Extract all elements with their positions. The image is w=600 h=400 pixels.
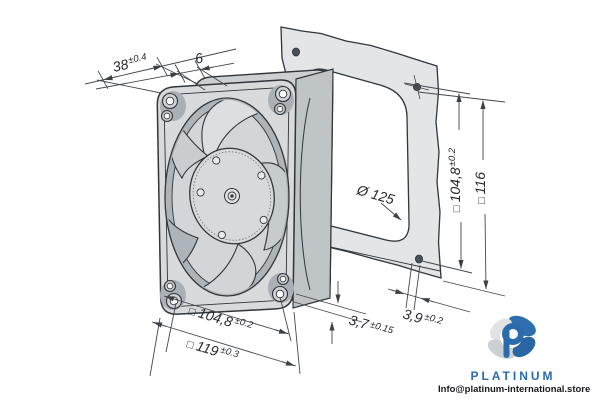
label-ring-6: 6: [193, 49, 204, 66]
hub-screw-holes: [196, 156, 268, 240]
platinum-p-glyph: [502, 323, 524, 358]
fan: [156, 68, 334, 315]
label-depth-38: 38±0.4: [111, 51, 149, 74]
label-flange-thickness: 3,7±0.15: [347, 312, 396, 340]
dimension-opening-125: [380, 202, 402, 221]
label-opening-125: Ø 125: [354, 181, 396, 207]
label-holes-right: □ 104,8±0.2: [447, 147, 463, 212]
dimension-labels: 38±0.4 6 Ø 125 □ 104,8±0.2 □ 116 □ 104,8…: [111, 49, 488, 366]
dimension-outer-bottom: [149, 311, 301, 377]
dimension-holes-right: [403, 82, 473, 274]
impeller-hub: [189, 147, 275, 245]
platinum-logo-icon: [487, 315, 536, 359]
gasket-hole-crosshair: [404, 74, 430, 100]
dimension-outer-right: [417, 91, 506, 297]
gasket-hole-top-left: [291, 47, 300, 57]
label-gasket-thickness: 3,9±0.2: [401, 306, 444, 333]
fan-side-wall: [292, 68, 334, 309]
dimension-ring-6: [95, 60, 235, 91]
dimension-lines: [84, 48, 506, 377]
brand-contact-email: Info@platinum-international.store: [438, 384, 591, 395]
label-outer-bottom: □ 119±0.3: [185, 335, 241, 366]
dimension-gasket-thickness: [387, 262, 471, 313]
dimension-flange-thickness: [293, 281, 367, 344]
fan-side-venturi-arc: [299, 97, 311, 291]
gasket-hole-bottom-right: [414, 254, 423, 264]
label-outer-right: □ 116: [472, 172, 488, 204]
brand-name: PLATINUM: [470, 369, 556, 383]
brand-logo: PLATINUM Info@platinum-international.sto…: [438, 312, 591, 395]
